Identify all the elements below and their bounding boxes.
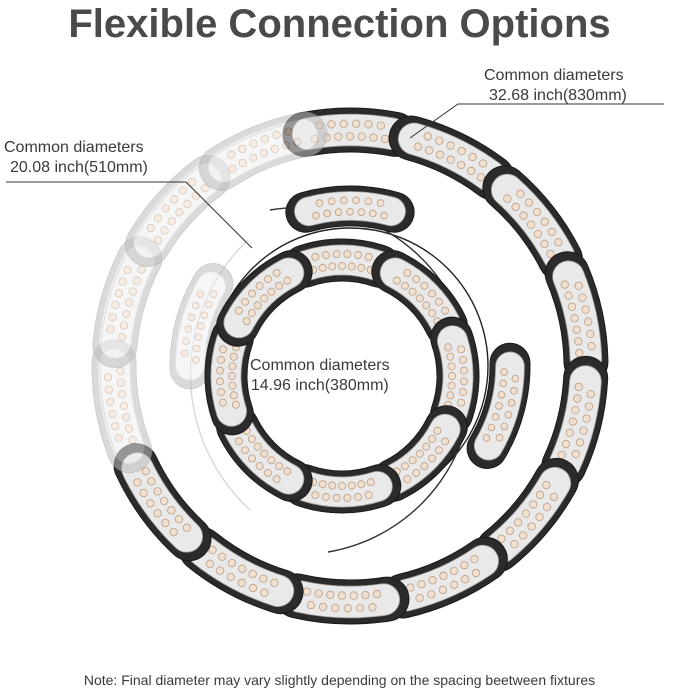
middle-diameter-heading: Common diameters [4,139,144,156]
page-title: Flexible Connection Options [68,2,611,46]
inner-panel [430,316,480,436]
middle-ring-panels [169,185,531,469]
inner-panel [216,250,313,347]
inner-diameter-heading: Common diameters [250,357,390,374]
outer-panel [198,111,328,191]
outer-diameter-value: 32.68 inch(830mm) [489,87,627,104]
outer-panel [380,536,508,619]
outer-panel [113,443,212,562]
outer-label-leader [409,103,664,139]
outer-panel [91,339,153,474]
middle-diameter-value: 20.08 inch(510mm) [10,159,148,176]
outer-panel [125,155,231,267]
outer-panel [544,251,609,385]
middle-panel [285,185,415,233]
middle-panel [169,263,234,390]
inner-panel [282,464,402,514]
outer-panel [274,573,410,625]
middle-label-leader [6,181,253,249]
outer-ring-panels [91,107,609,625]
middle-diameter-label: Common diameters 20.08 inch(510mm) [4,138,148,178]
outer-panel [92,236,163,368]
inner-panel [204,316,254,436]
outer-panel [178,526,304,615]
middle-panel [466,342,531,469]
outer-panel [541,356,609,489]
inner-diameter-value: 14.96 inch(380mm) [250,377,389,394]
outer-panel [482,165,583,282]
outer-diameter-heading: Common diameters [484,67,624,84]
inner-diameter-label: Common diameters 14.96 inch(380mm) [250,356,390,396]
label-leader-lines [6,103,664,249]
footnote: Note: Final diameter may vary slightly d… [83,672,596,688]
outer-diameter-label: Common diameters 32.68 inch(830mm) [484,66,627,106]
outer-panel [476,457,579,572]
inner-ring-panels [204,238,480,514]
outer-panel [388,115,515,200]
